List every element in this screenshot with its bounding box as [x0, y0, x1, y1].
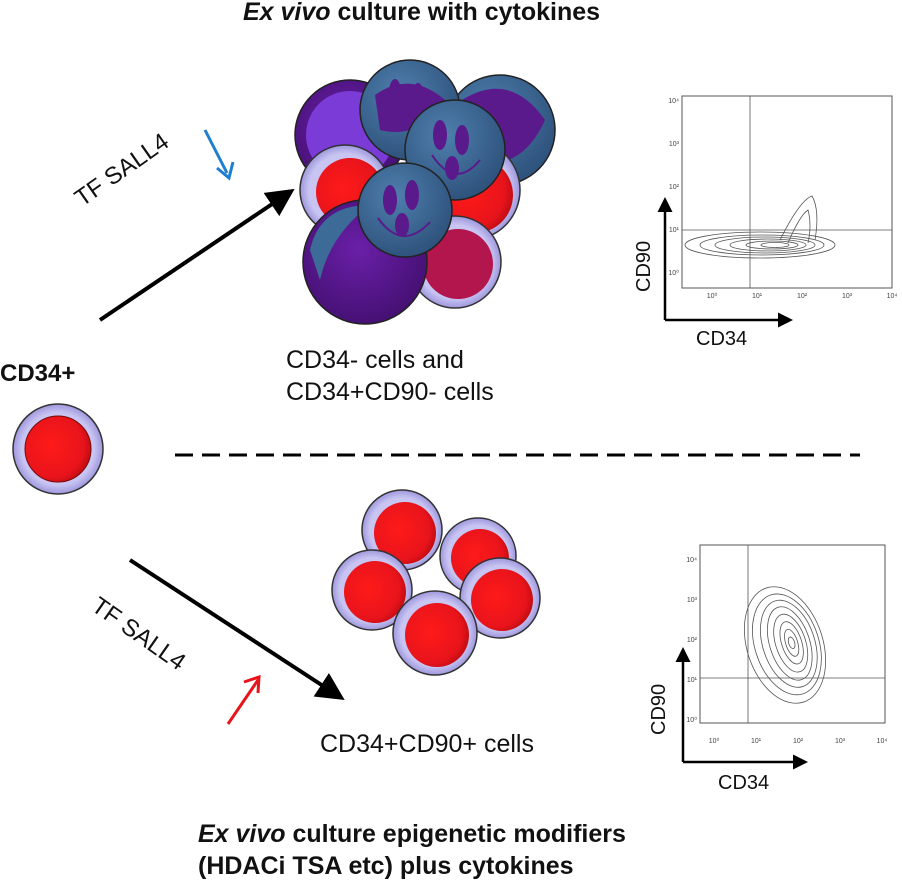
- top-y-tick-4: 10⁴: [668, 98, 679, 105]
- bottom-x-tick-4: 10⁴: [877, 738, 888, 745]
- top-y-tick-3: 10³: [669, 141, 680, 148]
- up-arrow-icon: [226, 674, 261, 725]
- bottom-title-line2: (HDACi TSA etc) plus cytokines: [198, 852, 574, 880]
- bottom-y-tick-1: 10¹: [687, 677, 698, 684]
- down-arrow-icon: [203, 129, 235, 181]
- bottom-x-tick-0: 10⁰: [709, 737, 720, 745]
- bottom-contours: [743, 586, 827, 704]
- start-cell-label: CD34+: [0, 360, 76, 387]
- top-plot-y-ticks: 10⁰ 10¹ 10² 10³ 10⁴: [668, 98, 679, 277]
- bottom-title-rest: culture epigenetic modifiers: [285, 820, 626, 848]
- top-y-tick-0: 10⁰: [668, 269, 679, 277]
- bottom-title-italic: Ex vivo: [198, 820, 286, 848]
- top-x-tick-4: 10⁴: [887, 293, 898, 300]
- top-plot-axes: [657, 197, 793, 328]
- bottom-y-tick-3: 10³: [687, 597, 698, 604]
- bottom-pathway-arrow: [128, 558, 345, 701]
- top-x-tick-2: 10²: [797, 293, 808, 300]
- bottom-caption: CD34+CD90+ cells: [320, 730, 534, 758]
- bottom-plot-axes: [675, 647, 808, 770]
- bottom-x-tick-3: 10³: [835, 738, 846, 745]
- top-title-italic: Ex vivo: [243, 0, 331, 26]
- bottom-plot-y-ticks: 10⁰ 10¹ 10² 10³ 10⁴: [686, 557, 697, 724]
- top-pathway-arrow: [98, 188, 295, 322]
- bottom-y-tick-4: 10⁴: [686, 557, 697, 564]
- bottom-plot-x-label: CD34: [718, 772, 770, 794]
- top-plot-x-label: CD34: [696, 328, 748, 350]
- bottom-title: Ex vivo culture epigenetic modifiers (HD…: [198, 818, 626, 882]
- top-y-tick-1: 10¹: [669, 227, 680, 234]
- top-title-rest: culture with cytokines: [330, 0, 601, 26]
- top-contours: [684, 195, 836, 259]
- bottom-plot-y-label: CD90: [648, 683, 670, 735]
- top-title: Ex vivo culture with cytokines: [243, 0, 600, 27]
- top-caption: CD34- cells and CD34+CD90- cells: [286, 344, 494, 408]
- top-plot-x-ticks: 10⁰ 10¹ 10² 10³ 10⁴: [707, 292, 898, 300]
- top-caption-line2: CD34+CD90- cells: [286, 378, 494, 406]
- bottom-x-tick-1: 10¹: [751, 738, 762, 745]
- bottom-y-tick-0: 10⁰: [686, 716, 697, 724]
- top-plot-y-label: CD90: [633, 240, 655, 292]
- cd34-positive-cell: [12, 403, 104, 495]
- top-x-tick-3: 10³: [842, 293, 853, 300]
- bottom-x-tick-2: 10²: [793, 738, 804, 745]
- top-x-tick-0: 10⁰: [707, 292, 718, 300]
- bottom-y-tick-2: 10²: [687, 637, 698, 644]
- top-flow-plot: [657, 95, 893, 328]
- stem-cell-cluster: [331, 489, 541, 676]
- bottom-plot-x-ticks: 10⁰ 10¹ 10² 10³ 10⁴: [709, 737, 888, 745]
- differentiated-cell-cluster: [294, 59, 556, 325]
- top-y-tick-2: 10²: [669, 184, 680, 191]
- top-x-tick-1: 10¹: [752, 293, 763, 300]
- top-caption-line1: CD34- cells and: [286, 346, 464, 374]
- bottom-flow-plot: [675, 544, 886, 770]
